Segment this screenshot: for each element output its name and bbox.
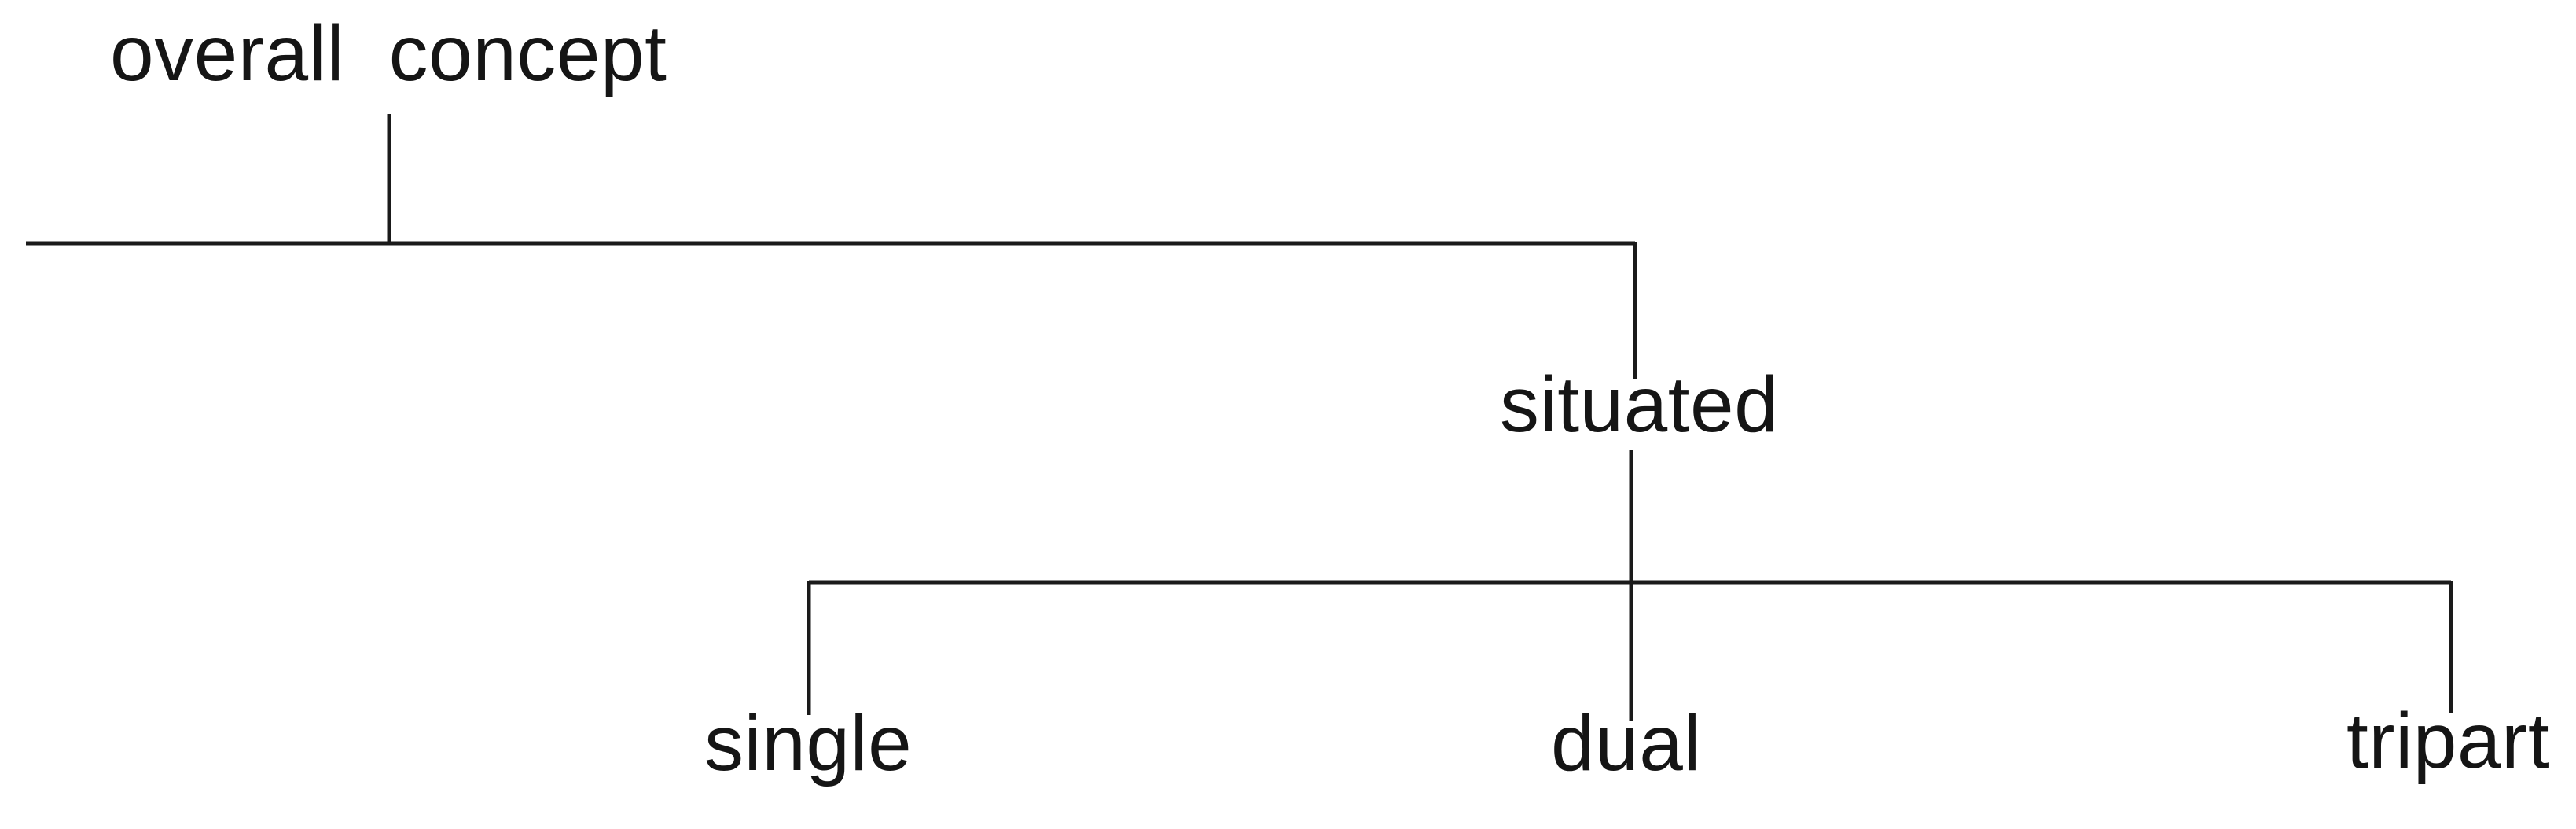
node-label-tripart: tripart (2346, 697, 2551, 785)
node-label-single: single (704, 699, 913, 787)
node-label-dual: dual (1551, 699, 1702, 787)
node-label-overall-concept: overall concept (110, 9, 667, 97)
node-label-situated: situated (1500, 361, 1779, 449)
